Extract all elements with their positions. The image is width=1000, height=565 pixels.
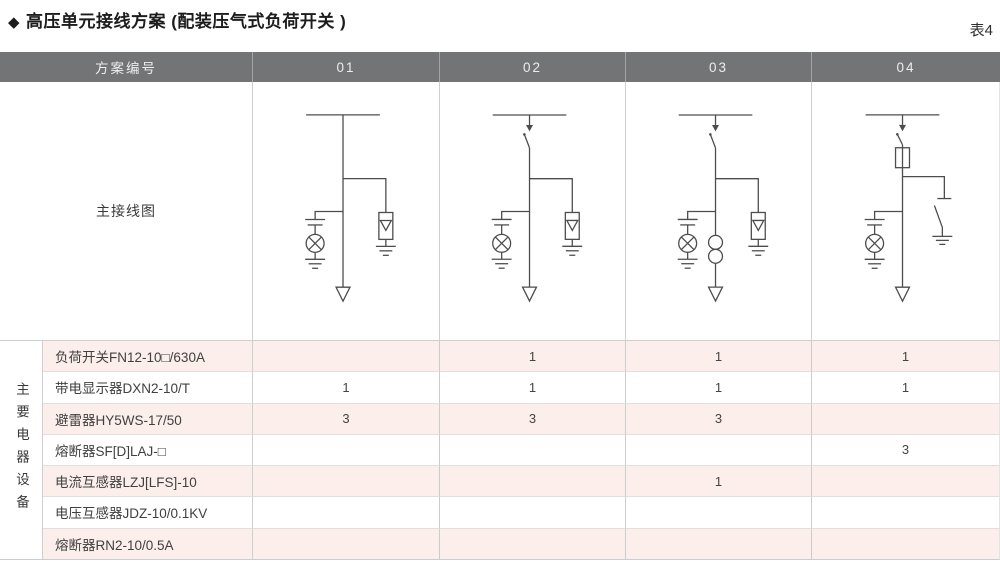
qty-cell: 1 — [440, 341, 626, 373]
qty-cell — [812, 403, 1000, 435]
qty-cell — [440, 434, 626, 467]
outgoing-feeder-arrow — [707, 286, 724, 303]
load-switch-icon — [709, 115, 719, 149]
qty-cell — [253, 497, 440, 529]
header-scheme-01: 01 — [253, 52, 440, 82]
qty-cell — [812, 466, 1000, 498]
qty-cell — [626, 497, 812, 529]
qty-cell — [626, 434, 812, 467]
qty-cell — [812, 497, 1000, 529]
qty-cell — [253, 528, 440, 560]
qty-cell: 3 — [626, 403, 812, 435]
equipment-name: 熔断器RN2-10/0.5A — [43, 528, 253, 560]
scheme-table: 方案编号 01 02 03 04 主接线图 — [0, 52, 1000, 560]
page-title-text: 高压单元接线方案 (配装压气式负荷开关 ) — [26, 12, 347, 31]
diamond-bullet-icon: ◆ — [8, 14, 21, 31]
equipment-group-label: 主要电器设备 — [0, 341, 43, 560]
outgoing-feeder-arrow — [521, 286, 538, 303]
equipment-name: 电压互感器JDZ-10/0.1KV — [43, 497, 253, 529]
page-title: ◆ 高压单元接线方案 (配装压气式负荷开关 ) — [8, 7, 346, 32]
wiring-diagram-01 — [253, 82, 440, 341]
table-number-label: 表4 — [969, 22, 993, 39]
surge-arrester-icon — [343, 177, 396, 256]
equipment-name: 带电显示器DXN2-10/T — [43, 372, 253, 404]
title-row: ◆ 高压单元接线方案 (配装压气式负荷开关 ) 表4 — [0, 0, 1000, 52]
qty-cell — [440, 497, 626, 529]
load-switch-icon — [896, 114, 906, 146]
header-scheme-04: 04 — [812, 52, 1000, 82]
qty-cell: 1 — [812, 341, 1000, 373]
earthing-switch-icon — [902, 175, 953, 246]
qty-cell: 3 — [440, 403, 626, 435]
qty-cell — [253, 466, 440, 498]
equipment-name: 避雷器HY5WS-17/50 — [43, 403, 253, 435]
qty-cell — [440, 528, 626, 560]
diagram-04-svg — [864, 114, 953, 303]
fuse-icon — [894, 147, 911, 169]
live-display-indicator-icon — [491, 210, 530, 269]
outgoing-feeder-arrow — [894, 286, 911, 303]
qty-cell: 1 — [253, 372, 440, 404]
current-transformer-icon — [707, 234, 724, 264]
load-switch-icon — [523, 115, 533, 149]
live-display-indicator-icon — [864, 210, 903, 269]
surge-arrester-icon — [529, 178, 583, 256]
qty-cell: 1 — [626, 341, 812, 373]
qty-cell — [626, 528, 812, 560]
wiring-diagram-02 — [440, 82, 626, 341]
qty-cell — [812, 528, 1000, 560]
header-scheme-02: 02 — [440, 52, 626, 82]
header-scheme-number: 方案编号 — [0, 52, 253, 82]
diagram-02-svg — [491, 114, 583, 303]
live-display-indicator-icon — [305, 210, 344, 269]
qty-cell — [253, 341, 440, 373]
equipment-name: 电流互感器LZJ[LFS]-10 — [43, 466, 253, 498]
qty-cell: 1 — [626, 372, 812, 404]
live-display-indicator-icon — [677, 210, 716, 269]
diagram-01-svg — [305, 114, 396, 303]
qty-cell: 1 — [812, 372, 1000, 404]
outgoing-feeder-arrow — [334, 286, 352, 303]
qty-cell: 3 — [253, 403, 440, 435]
equipment-name: 负荷开关FN12-10□/630A — [43, 341, 253, 373]
diagram-row-label: 主接线图 — [0, 82, 253, 341]
header-scheme-03: 03 — [626, 52, 812, 82]
surge-arrester-icon — [715, 178, 769, 256]
qty-cell: 1 — [626, 466, 812, 498]
qty-cell: 3 — [812, 434, 1000, 467]
wiring-diagram-04 — [812, 82, 1000, 341]
wiring-diagram-03 — [626, 82, 812, 341]
qty-cell: 1 — [440, 372, 626, 404]
qty-cell — [440, 466, 626, 498]
equipment-name: 熔断器SF[D]LAJ-□ — [43, 434, 253, 467]
equipment-group-label-text: 主要电器设备 — [14, 382, 29, 518]
qty-cell — [253, 434, 440, 467]
diagram-03-svg — [677, 114, 769, 303]
